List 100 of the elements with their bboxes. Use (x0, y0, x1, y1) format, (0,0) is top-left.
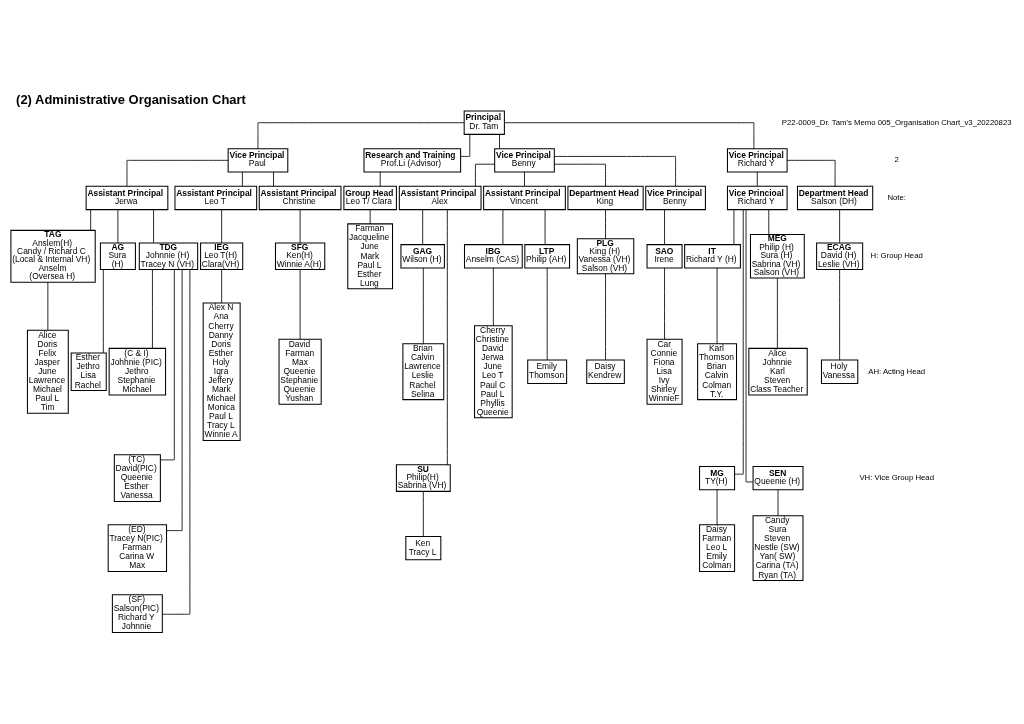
connector (716, 489, 718, 525)
node-box: (SF) Salson(PIC) Richard Y Johnnie (111, 594, 163, 633)
node-box: Principal Dr. Tam (463, 110, 505, 135)
node-box: TAG Anslem(H) Candy / Richard C (Local & Internal VH) Anselm (Oversea H) (10, 229, 96, 283)
diagram-title: (2) Administrative Organisation Chart (16, 91, 246, 107)
node-box: Assistant Principal Jerwa (85, 185, 169, 211)
connector (502, 209, 504, 245)
node-box: Department Head Salson (DH) (796, 185, 874, 211)
connector (422, 267, 424, 345)
connector (664, 267, 665, 340)
connector (153, 209, 154, 244)
node-box: AG Sura (H) (99, 242, 136, 271)
connector (546, 267, 548, 361)
connector (786, 159, 836, 187)
node-box: Vice Principal Richard Y (726, 148, 788, 173)
connector (756, 171, 758, 187)
connector (839, 269, 841, 361)
connector (777, 489, 779, 517)
node-box: SFG Ken(H) Winnie A(H) (274, 242, 326, 271)
connector (273, 171, 274, 187)
node-box: SU Philip(H) Sabrina (VH) (395, 464, 451, 492)
connector (605, 273, 606, 361)
connector (745, 209, 754, 483)
connector (90, 209, 92, 231)
node-box: Assistant Principal Leo T (174, 185, 258, 211)
connector (160, 269, 175, 461)
connector (499, 134, 500, 149)
connector (166, 269, 183, 531)
connector (221, 269, 223, 304)
connector (299, 269, 301, 340)
connector (544, 209, 546, 245)
connector (460, 134, 471, 157)
node-box: Group Head Leo T/ Clara (343, 185, 397, 211)
connector (242, 171, 243, 187)
node-box: Vice Principal Benny (645, 185, 706, 211)
node-box: Vice Principal Paul (227, 148, 289, 173)
node-box: Vice Princioal Richard Y (726, 185, 788, 211)
connector (839, 209, 841, 244)
node-box: Alice Doris Felix Jasper June Lawrence Michael Paul L Tim (26, 329, 69, 414)
connector (379, 171, 381, 187)
connector (446, 209, 448, 466)
node-box: Alex N Ana Cherry Danny Doris Esther Holy Iqra Jeffery Mark Michael Monica Paul L Tracy L Winnie A (202, 302, 241, 441)
node-box: Assistant Principal Alex (398, 185, 482, 211)
connector (221, 209, 223, 244)
connector (152, 269, 153, 349)
connector (369, 209, 371, 225)
connector (102, 269, 104, 354)
node-box: Car Connie Fiona Lisa Ivy Shirley WinnieF (646, 338, 683, 405)
node-box: Candy Sura Steven Nestle (SW) Yan( SW) Carina (TA) Ryan (TA) (752, 515, 804, 582)
connector (422, 491, 424, 537)
node-box: David Farman Max Queenie Stephanie Queenie Yushan (278, 338, 322, 405)
connector (776, 277, 778, 349)
node-box: TDG Johnnie (H) Tracey N (VH) (138, 242, 199, 271)
connector (299, 209, 301, 244)
node-box: Vice Principal Benny (494, 148, 555, 173)
node-box: IT Richard Y (H) (684, 244, 741, 269)
node-box: Cherry Christine David Jerwa June Leo T Paul C Paul L Phyllis Queenie (474, 325, 513, 419)
connector (768, 209, 770, 235)
connector (734, 209, 744, 475)
node-box: Farman Jacqueline June Mark Paul L Esther Lung (347, 223, 394, 290)
connector (161, 269, 191, 615)
node-box: Department Head King (567, 185, 644, 211)
connector (47, 282, 49, 331)
node-box: Karl Thomson Brian Calvin Colman T.Y. (697, 343, 738, 401)
node-box: Assistant Principal Christine (258, 185, 342, 211)
connector (716, 267, 718, 345)
connector (475, 163, 495, 187)
node-box: Esther Jethro Lisa Rachel (70, 352, 107, 392)
node-box: MEG Philip (H) Sura (H) Sabrina (VH) Salson (VH) (749, 234, 805, 279)
node-box: GAG Wilson (H) (400, 244, 445, 269)
connector (504, 122, 755, 150)
node-box: LTP Philip (AH) (524, 244, 571, 269)
connector (524, 171, 525, 187)
node-box: Daisy Kendrew (586, 359, 625, 384)
connector (257, 122, 465, 150)
connector (554, 163, 606, 187)
node-box: Ken Tracy L (405, 535, 442, 561)
connector (126, 159, 229, 187)
node-box: Brian Calvin Lawrence Leslie Rachel Selina (402, 343, 445, 401)
connector (664, 209, 665, 245)
node-box: MG TY(H) (699, 465, 736, 491)
node-box: Alice Johnnie Karl Steven Class Teacher (748, 347, 808, 396)
node-box: IEG Leo T(H) Clara(VH) (200, 242, 244, 271)
node-box: Daisy Farman Leo L Emily Colman (699, 524, 736, 572)
connector (117, 209, 119, 244)
node-box: SEN Queenie (H) (752, 465, 804, 491)
connector (605, 209, 606, 240)
node-box: Assistant Principal Vincent (483, 185, 566, 211)
node-box: ECAG David (H) Leslie (VH) (816, 242, 864, 271)
connector (492, 267, 494, 326)
node-box: IBG Anselm (CAS) (464, 244, 523, 269)
node-box: (ED) Tracey N(PIC) Farman Carina W Max (107, 524, 168, 572)
node-box: Emily Thomson (527, 359, 568, 384)
node-box: Holy Vanessa (820, 359, 859, 384)
node-box: SAO Irene (646, 244, 683, 269)
connector (553, 156, 676, 187)
connector (733, 209, 735, 245)
node-box: PLG King (H) Vanessa (VH) Salson (VH) (576, 238, 635, 275)
node-box: (C & I) Johhnie (PIC) Jethro Stephanie Michael (108, 347, 167, 396)
node-box: (TC) David(PIC) Queenie Esther Vanessa (113, 454, 161, 502)
